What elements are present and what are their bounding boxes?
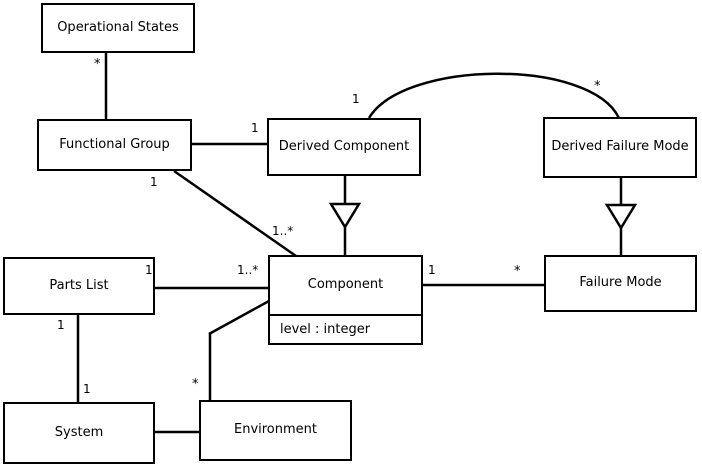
class-name-parts-list: Parts List	[49, 277, 109, 293]
class-box-parts-list[interactable]: Parts List	[3, 257, 155, 315]
class-box-derived-component[interactable]: Derived Component	[267, 118, 421, 176]
class-name-derived-component: Derived Component	[278, 138, 410, 154]
multiplicity-derived-component-left: 1	[251, 121, 259, 135]
generalization-triangle-derivedfailuremode	[604, 203, 638, 231]
class-name-failure-mode: Failure Mode	[579, 275, 662, 291]
connector-functionalgroup-component	[173, 169, 297, 258]
connector-environment-component-diagonal	[208, 299, 270, 336]
class-name-system: System	[54, 424, 104, 440]
multiplicity-failure-mode-left: *	[514, 264, 521, 279]
class-attribute-component-level: level : integer	[270, 314, 421, 343]
class-name-environment: Environment	[233, 422, 317, 438]
class-box-environment[interactable]: Environment	[199, 400, 352, 461]
connector-derivedcomponent-derivedfailuremode	[367, 72, 621, 119]
class-box-component[interactable]: Component level : integer	[268, 255, 423, 345]
class-box-failure-mode[interactable]: Failure Mode	[544, 255, 697, 312]
class-box-system[interactable]: System	[3, 402, 155, 464]
class-box-functional-group[interactable]: Functional Group	[37, 119, 192, 171]
class-name-functional-group: Functional Group	[59, 136, 170, 152]
multiplicity-component-right: 1	[428, 263, 436, 277]
class-name-derived-failure-mode: Derived Failure Mode	[551, 139, 689, 155]
multiplicity-parts-list-bottom: 1	[57, 318, 65, 332]
multiplicity-component-left: 1..*	[237, 263, 259, 277]
multiplicity-arc-derived-failure-mode: *	[594, 79, 601, 94]
generalization-triangle-derivedcomponent	[328, 202, 362, 230]
multiplicity-arc-derived-component: 1	[352, 92, 360, 106]
multiplicity-system-top: 1	[83, 382, 91, 396]
multiplicity-parts-list-right: 1	[145, 263, 153, 277]
multiplicity-component-top-left: 1..*	[272, 224, 294, 238]
class-box-operational-states[interactable]: Operational States	[41, 3, 195, 53]
multiplicity-operational-states: *	[94, 57, 101, 72]
class-name-operational-states: Operational States	[57, 19, 179, 35]
multiplicity-functional-group-bottom: 1	[150, 175, 158, 189]
class-box-derived-failure-mode[interactable]: Derived Failure Mode	[543, 117, 697, 178]
class-name-component: Component	[307, 277, 384, 293]
multiplicity-environment-top: *	[192, 377, 199, 392]
